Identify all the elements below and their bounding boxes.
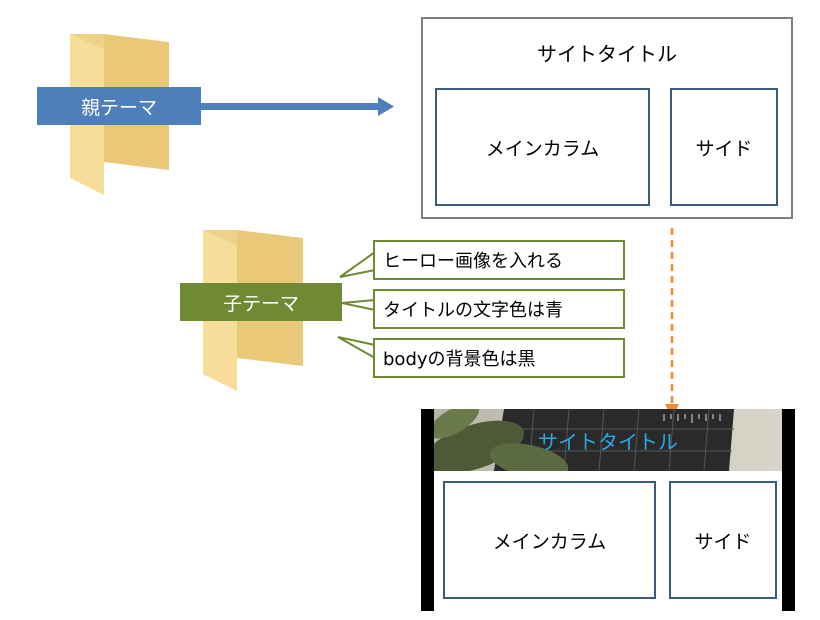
parent-site-title: サイトタイトル <box>537 42 677 66</box>
child-side-column-text: サイド <box>694 530 752 553</box>
child-side-column: サイド <box>669 481 777 599</box>
child-main-column-text: メインカラム <box>492 530 607 553</box>
callout-body-background-text: bodyの背景色は黒 <box>383 349 536 370</box>
parent-layout-frame <box>421 17 793 219</box>
parent-main-column-text: メインカラム <box>485 137 600 160</box>
parent-theme-label-text: 親テーマ <box>80 96 157 119</box>
callout-title-color-text: タイトルの文字色は青 <box>383 300 563 321</box>
child-theme-label: 子テーマ <box>180 283 342 321</box>
callout-hero-image: ヒーロー画像を入れる <box>373 240 625 280</box>
parent-side-column: サイド <box>670 88 778 206</box>
callout-body-background: bodyの背景色は黒 <box>373 338 625 378</box>
parent-main-column: メインカラム <box>435 88 650 206</box>
parent-arrow <box>200 97 394 116</box>
parent-side-column-text: サイド <box>695 137 753 160</box>
callout-title-color: タイトルの文字色は青 <box>373 289 625 329</box>
child-site-title: サイトタイトル <box>538 430 678 454</box>
callout-hero-image-text: ヒーロー画像を入れる <box>383 251 563 272</box>
child-theme-label-text: 子テーマ <box>222 292 299 315</box>
child-main-column: メインカラム <box>443 481 656 599</box>
inheritance-dashed-arrow <box>665 228 679 418</box>
callout-pointers <box>337 251 376 359</box>
parent-theme-label: 親テーマ <box>37 87 201 125</box>
hero-image <box>434 409 782 471</box>
